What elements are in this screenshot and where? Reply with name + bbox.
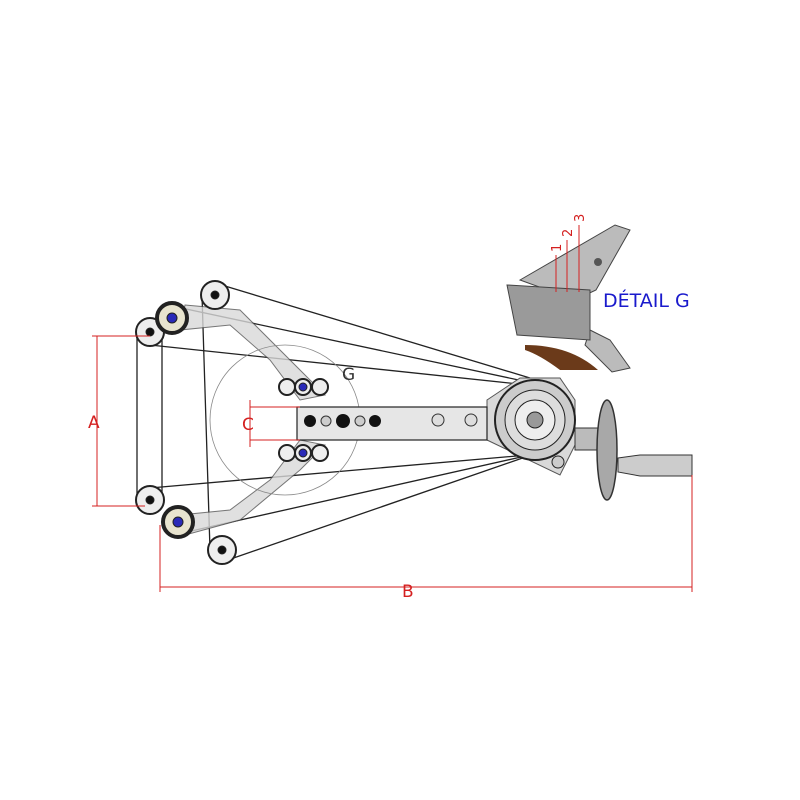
detail-mark-2: 2: [561, 229, 576, 237]
detail-g-inset: [506, 224, 631, 373]
detail-g-title: DÉTAIL G: [603, 289, 690, 312]
dimension-lines: [92, 335, 693, 592]
slide-bar: [296, 406, 488, 441]
detail-callout-g: G: [342, 365, 355, 385]
drive-wheel: [494, 379, 576, 469]
detail-mark-3: 3: [573, 214, 588, 222]
dimension-b-label: B: [402, 582, 414, 602]
dimension-a-label: A: [88, 413, 100, 433]
dimension-c-label: C: [242, 415, 254, 435]
detail-mark-1: 1: [550, 244, 565, 252]
pulleys: [135, 280, 329, 565]
handle: [574, 399, 693, 501]
